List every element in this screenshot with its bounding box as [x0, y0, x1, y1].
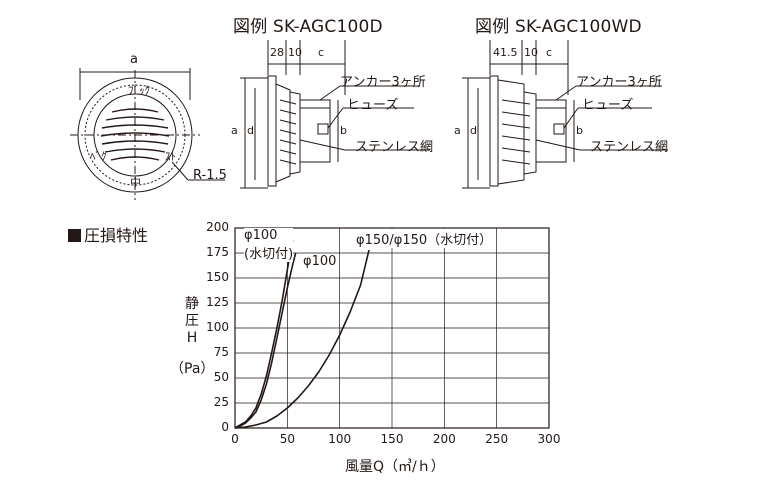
- series-label-line: (水切付): [244, 247, 294, 262]
- wd-flange: [489, 75, 499, 187]
- side-view-d-drawing: [240, 40, 430, 189]
- y-tick-label: 150: [206, 270, 229, 284]
- wd-leader-anchor: [555, 85, 577, 101]
- front-view-drawing: [70, 68, 225, 200]
- x-tick-label: 50: [279, 432, 295, 446]
- model-d-dim-a: a: [231, 124, 238, 137]
- series-line-2: [234, 252, 297, 429]
- model-wd-dim-top: 41.5: [493, 46, 518, 59]
- front-label-bottom: 中: [130, 176, 141, 189]
- x-tick-label: 200: [432, 432, 456, 446]
- series-label-line: φ100: [244, 228, 278, 243]
- wd-louvers: [501, 99, 531, 165]
- front-label-right: ｽﾄ: [165, 150, 176, 163]
- x-tick-label: 250: [485, 432, 509, 446]
- y-tick-label: 100: [206, 320, 229, 334]
- section-title: 圧損特性: [68, 222, 148, 246]
- wd-hood-inner: [523, 91, 537, 175]
- y-tick-label: 125: [206, 295, 229, 309]
- wd-leader-fuse: [563, 107, 579, 129]
- plot-frame: [234, 227, 550, 429]
- y-axis-label-line: H: [186, 330, 198, 346]
- model-wd-dim-b: b: [576, 124, 583, 137]
- x-tick-label: 300: [537, 432, 561, 446]
- model-wd-callout-fuse: ヒューズ: [582, 98, 634, 113]
- model-d-dim-top: 28: [270, 46, 284, 59]
- d-hood-inner: [289, 91, 301, 175]
- wd-connector: [536, 99, 567, 163]
- d-fuse: [317, 123, 329, 135]
- model-wd-dim-a: a: [454, 124, 461, 137]
- d-leader-anchor: [319, 85, 341, 101]
- y-axis-label-line: 静: [185, 296, 199, 312]
- side-view-wd-drawing: [462, 40, 668, 189]
- y-axis-label: 静 圧 H: [180, 296, 204, 347]
- model-d-callout-anchor: アンカー3ヶ所: [340, 75, 426, 90]
- x-tick-label: 150: [380, 432, 404, 446]
- y-axis-label-line: 圧: [185, 313, 199, 329]
- d-connector: [300, 99, 331, 163]
- pressure-loss-plot: [234, 227, 550, 429]
- y-axis-unit: （Pa）: [170, 361, 215, 377]
- radius-leader: [171, 161, 189, 181]
- series-line-3: [234, 249, 370, 429]
- x-tick-label: 0: [231, 432, 239, 446]
- section-square-icon: [68, 229, 81, 242]
- model-d-title: 図例 SK-AGC100D: [233, 17, 383, 37]
- d-leader-mesh: [299, 139, 346, 151]
- front-label-left: ﾍﾞｸ: [90, 150, 107, 163]
- model-d-dim-d: d: [247, 124, 254, 137]
- section-title-text: 圧損特性: [84, 226, 149, 245]
- model-d-dim-c: c: [318, 46, 325, 59]
- model-wd-dim-c: c: [546, 46, 553, 59]
- y-tick-label: 200: [206, 220, 229, 234]
- series-label-phi100: φ100: [303, 254, 337, 269]
- model-d-dim-b: b: [340, 124, 347, 137]
- x-axis-label: 風量Q（㎥/ｈ）: [345, 459, 445, 475]
- series-label-phi100-drip: φ100 (水切付): [244, 228, 294, 262]
- model-wd-dim-d: d: [470, 124, 477, 137]
- model-wd-callout-mesh: ステンレス網: [590, 140, 669, 155]
- wd-hood: [497, 79, 525, 185]
- d-hood: [275, 83, 291, 183]
- model-d-callout-mesh: ステンレス網: [355, 140, 434, 155]
- series-label-phi150: φ150/φ150（水切付）: [356, 229, 493, 248]
- model-wd-callout-anchor: アンカー3ヶ所: [576, 75, 662, 90]
- y-tick-label: 175: [206, 245, 229, 259]
- front-label-top: ﾌﾞｯｸ: [128, 84, 150, 97]
- model-wd-title: 図例 SK-AGC100WD: [475, 17, 642, 37]
- model-d-dim-mid: 10: [288, 46, 302, 59]
- y-tick-label: 0: [221, 420, 229, 434]
- wd-leader-mesh: [535, 139, 581, 151]
- d-leader-fuse: [327, 107, 344, 129]
- louver-slats: [100, 108, 170, 161]
- x-tick-label: 100: [328, 432, 352, 446]
- radius-note: R-1.5: [193, 168, 227, 183]
- y-tick-label: 25: [213, 395, 229, 409]
- front-dim-a-label: a: [130, 52, 138, 67]
- d-flange: [267, 75, 277, 187]
- y-tick-label: 50: [213, 370, 229, 384]
- model-d-callout-fuse: ヒューズ: [347, 98, 399, 113]
- series-line-1: [234, 239, 294, 429]
- model-wd-dim-mid: 10: [524, 46, 538, 59]
- wd-fuse: [553, 123, 565, 135]
- y-tick-label: 75: [213, 345, 229, 359]
- d-louvers: [279, 99, 297, 165]
